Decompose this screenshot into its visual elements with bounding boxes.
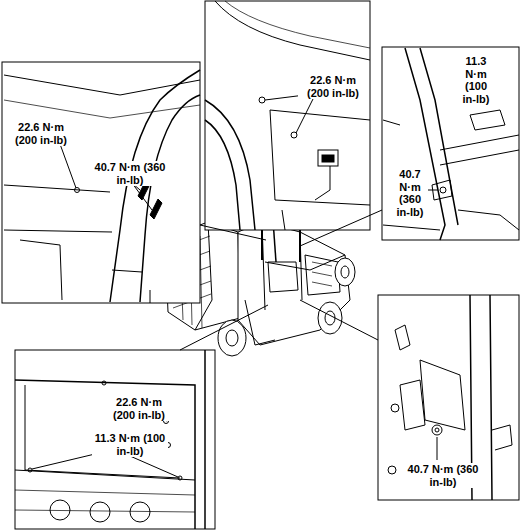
torque-label: 22.6 N·m (200 in-lb) xyxy=(104,396,174,421)
torque-label: 40.7 N·m (360 in-lb) xyxy=(400,463,486,488)
inset-bottom-left xyxy=(15,350,205,529)
inset-pointer xyxy=(180,210,382,350)
inset-top-right xyxy=(383,48,519,240)
inset-top-center xyxy=(205,1,370,230)
inset-top-left xyxy=(4,70,200,303)
torque-label: 22.6 N·m (200 in-lb) xyxy=(298,74,368,99)
torque-label: 40.7 N·m (360 in-lb) xyxy=(93,161,167,186)
torque-label: 22.6 N·m (200 in-lb) xyxy=(6,121,76,146)
torque-label: 11.3 N·m (100 in-lb) xyxy=(92,432,168,457)
torque-label: 11.3 N·m (100 in-lb) xyxy=(458,55,494,106)
inset-bottom-right xyxy=(388,295,512,500)
torque-label: 40.7 N·m (360 in-lb) xyxy=(392,168,428,219)
